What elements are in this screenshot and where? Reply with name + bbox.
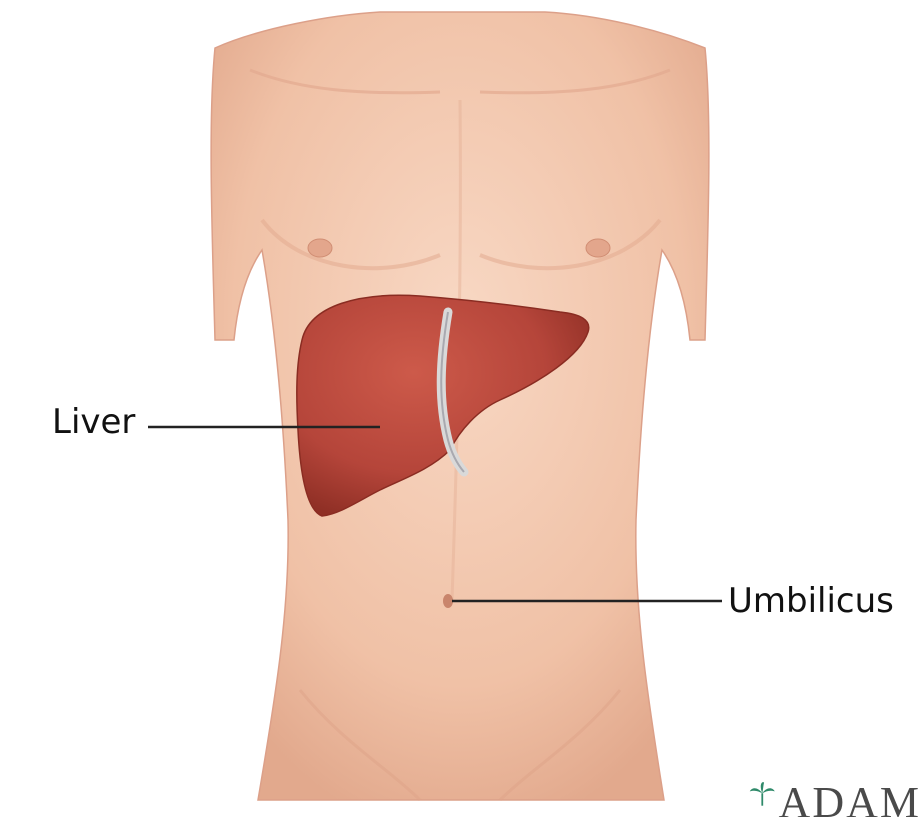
nipple-left xyxy=(308,239,332,257)
umbilicus-mark xyxy=(443,594,453,608)
adam-logo: ADAM xyxy=(748,768,921,817)
palm-leaf-icon xyxy=(748,779,777,811)
nipple-right xyxy=(586,239,610,257)
umbilicus-label: Umbilicus xyxy=(728,584,894,618)
logo-text: ADAM xyxy=(779,781,921,817)
liver-label: Liver xyxy=(52,405,135,439)
